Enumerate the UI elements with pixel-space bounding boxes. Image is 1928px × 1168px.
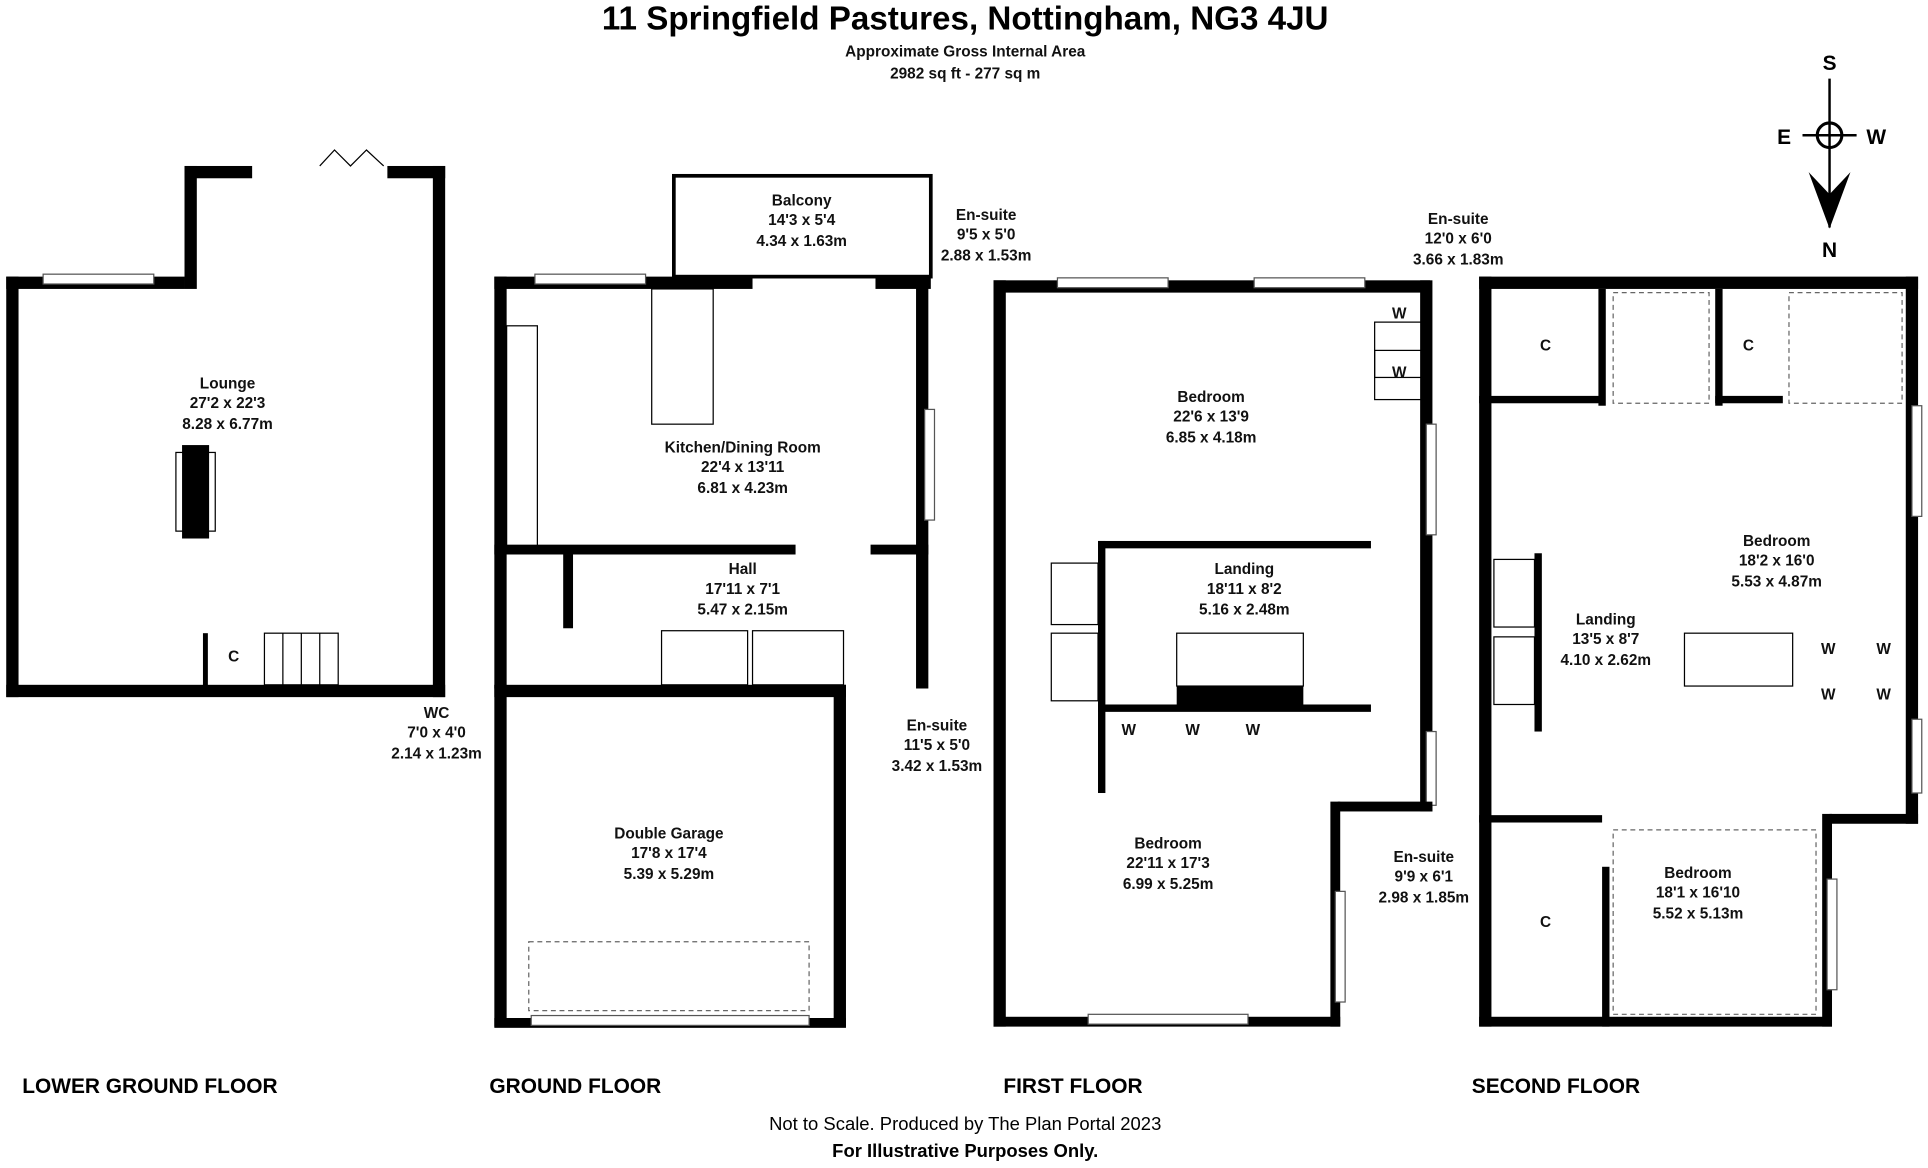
wardrobe-label: W [1821, 687, 1836, 704]
floor-label-lower-ground: LOWER GROUND FLOOR [22, 1075, 277, 1098]
svg-text:WC7'0 x 4'02.14 x 1.23m: WC7'0 x 4'02.14 x 1.23m [391, 705, 482, 763]
plan-title: 11 Springfield Pastures, Nottingham, NG3… [602, 1, 1329, 38]
lower-ground-floor-plan [6, 149, 446, 698]
first-floor-plan [993, 277, 1437, 1027]
cupboard-label: C [1540, 337, 1551, 354]
svg-text:E: E [1777, 126, 1791, 149]
cupboard-label: C [228, 648, 239, 665]
svg-text:N: N [1822, 239, 1837, 262]
svg-text:W: W [1866, 126, 1886, 149]
ground-floor-plan [494, 173, 936, 1028]
wardrobe-label: W [1876, 687, 1891, 704]
area-label: Approximate Gross Internal Area [845, 44, 1086, 61]
footer-note: Not to Scale. Produced by The Plan Porta… [769, 1113, 1161, 1134]
wardrobe-label: W [1246, 722, 1261, 739]
wardrobe-label: W [1392, 364, 1407, 381]
cupboard-label: C [1743, 337, 1754, 354]
footer-disclaimer: For Illustrative Purposes Only. [832, 1140, 1098, 1161]
wardrobe-label: W [1821, 641, 1836, 658]
cupboard-label: C [1540, 914, 1551, 931]
area-value: 2982 sq ft - 277 sq m [890, 66, 1040, 83]
wardrobe-label: W [1121, 722, 1136, 739]
floor-label-second: SECOND FLOOR [1472, 1075, 1640, 1098]
wardrobe-label: W [1876, 641, 1891, 658]
wardrobe-label: W [1392, 305, 1407, 322]
floor-label-first: FIRST FLOOR [1003, 1075, 1142, 1098]
compass-icon: S E W N [1777, 52, 1886, 262]
wardrobe-label: W [1185, 722, 1200, 739]
svg-text:S: S [1823, 52, 1837, 75]
floor-label-ground: GROUND FLOOR [489, 1075, 661, 1098]
second-floor-plan [1479, 276, 1923, 1027]
